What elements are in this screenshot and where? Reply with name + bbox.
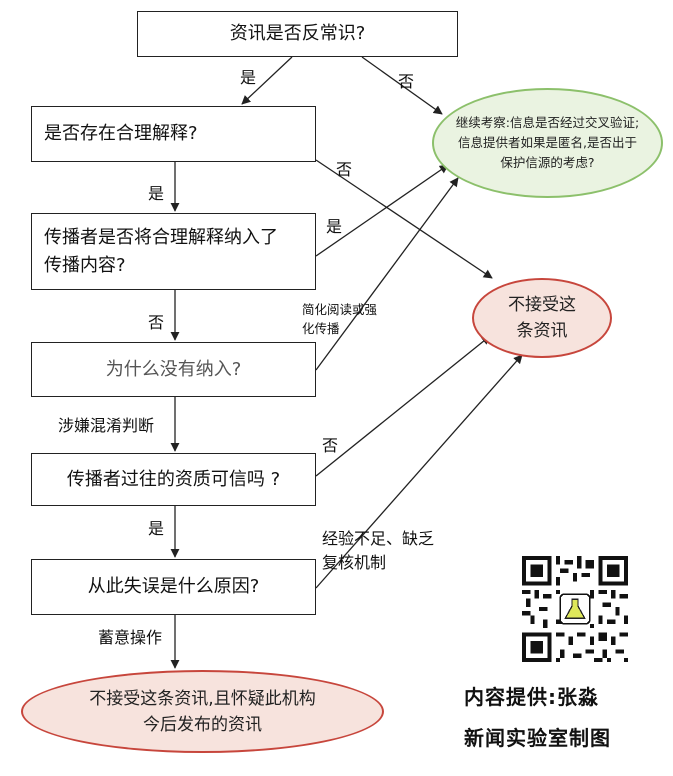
label-q6-intent: 蓄意操作 <box>98 628 163 647</box>
node-is-counterintuitive: 资讯是否反常识? <box>137 11 458 57</box>
label-q1-no: 否 <box>398 72 415 91</box>
label-q4-suspect: 涉嫌混淆判断 <box>58 416 155 435</box>
label-q3-no: 否 <box>148 313 165 332</box>
label-q5-yes: 是 <box>148 519 165 538</box>
node-why-not-included: 为什么没有纳入? <box>31 342 316 397</box>
node-reasonable-explanation: 是否存在合理解释? <box>31 106 316 162</box>
arrow-q1-to-continue <box>361 56 443 115</box>
outcome-reject-and-doubt: 不接受这条资讯,且怀疑此机构今后发布的资讯 <box>21 670 384 753</box>
label-q1-yes: 是 <box>240 68 257 87</box>
label-q2-no: 否 <box>336 160 353 179</box>
arrow-q2-to-reject <box>315 159 493 279</box>
arrow-q4-to-continue <box>315 177 459 371</box>
outcome-continue-check: 继续考察:信息是否经过交叉验证;信息提供者如果是匿名,是否出于保护信源的考虑? <box>432 88 663 198</box>
arrow-q3-to-continue <box>315 164 449 257</box>
qr-code-icon <box>522 556 628 662</box>
credit-chart-maker: 新闻实验室制图 <box>464 726 611 750</box>
arrow-q1-to-q2 <box>241 56 293 105</box>
node-error-cause: 从此失误是什么原因? <box>31 559 316 615</box>
arrow-q5-to-reject <box>315 335 491 477</box>
credit-content-provider: 内容提供:张淼 <box>464 685 599 709</box>
label-q5-no: 否 <box>322 436 339 455</box>
node-explanation-included: 传播者是否将合理解释纳入了传播内容? <box>31 213 316 290</box>
label-q3-yes: 是 <box>326 217 343 236</box>
label-q4-simplify: 简化阅读或强化传播 <box>302 302 378 336</box>
arrow-q6-to-reject <box>315 354 523 589</box>
node-credibility: 传播者过往的资质可信吗 ? <box>31 453 316 506</box>
label-q6-lack: 经验不足、缺乏复核机制 <box>322 529 435 572</box>
outcome-reject: 不接受这条资讯 <box>472 278 612 358</box>
label-q2-yes: 是 <box>148 184 165 203</box>
